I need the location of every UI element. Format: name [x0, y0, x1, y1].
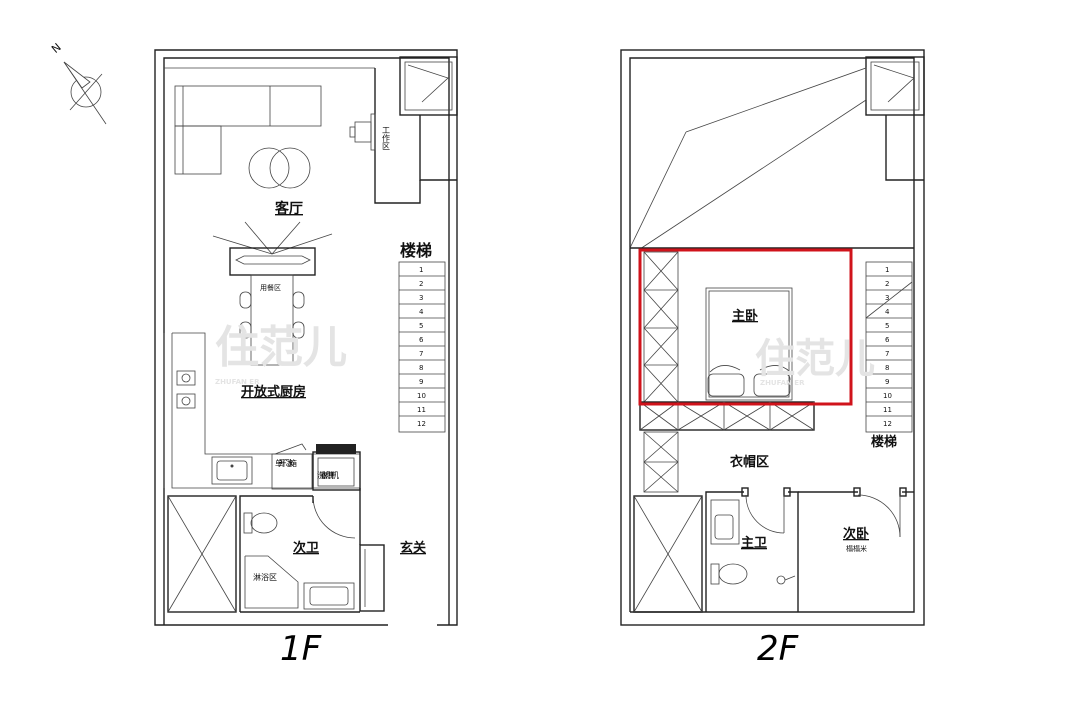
stair-step: 8: [419, 364, 423, 372]
stair-step: 12: [883, 420, 892, 428]
watermark-sub: ZHUFAN ER: [215, 378, 260, 386]
storage-closet-2f: [633, 495, 703, 613]
sofa: [174, 85, 322, 175]
dining-area-label: 用餐区: [260, 283, 281, 292]
cloakroom-label: 衣帽区: [730, 454, 769, 470]
stair-step: 7: [419, 350, 423, 358]
master-bedroom-highlight: [638, 248, 853, 406]
entrance-label: 玄关: [400, 540, 426, 556]
watermark: 住范儿: [755, 336, 875, 382]
stair-step: 5: [885, 322, 889, 330]
shower-area: [244, 555, 299, 609]
stair-step: 3: [885, 294, 889, 302]
washer-label: 洗衣机烘干机: [317, 470, 339, 480]
dining-table: [229, 247, 316, 366]
toilet-1f: [243, 512, 278, 534]
shower-head-icon: [776, 575, 796, 585]
wardrobe-row: [639, 401, 815, 431]
master-bath-door-swing: [745, 494, 785, 534]
compass-north-label: N: [49, 41, 64, 56]
floor-label-2f: 2F: [757, 629, 799, 669]
stair-step: 8: [885, 364, 889, 372]
master-bath-label: 主卫: [741, 535, 767, 551]
stair-step: 4: [885, 308, 890, 316]
work-chair: [349, 113, 376, 151]
wardrobe-left: [643, 251, 679, 403]
stair-step: 9: [885, 378, 889, 386]
kitchen-label: 开放式厨房: [241, 384, 306, 400]
stair-step: 11: [417, 406, 426, 414]
washer: [312, 444, 361, 491]
tatami-label: 榻榻米: [846, 544, 867, 553]
bathroom-label: 次卫: [293, 540, 319, 556]
stair-step: 12: [417, 420, 426, 428]
toilet-2f: [710, 563, 748, 585]
bathroom-door-swing: [312, 495, 356, 539]
master-bath-sink: [710, 499, 740, 545]
stair-step: 7: [885, 350, 889, 358]
stair-step: 10: [883, 392, 892, 400]
stair-step: 9: [419, 378, 423, 386]
living-room-label: 客厅: [274, 200, 303, 217]
shoe-cabinet: [359, 544, 385, 612]
stairs-label: 楼梯: [871, 434, 897, 450]
stair-step: 5: [419, 322, 423, 330]
watermark-sub: ZHUFAN ER: [760, 379, 805, 387]
stair-step: 2: [419, 280, 423, 288]
stairs-label: 楼梯: [400, 241, 432, 260]
stair-step: 10: [417, 392, 426, 400]
work-area-label: 工作区: [382, 126, 391, 150]
vanity-sink: [303, 582, 355, 610]
stair-step: 3: [419, 294, 423, 302]
stair-step: 6: [885, 336, 890, 344]
coffee-table: [269, 147, 311, 189]
stair-step: 1: [419, 266, 423, 274]
wardrobe-cloak: [643, 431, 679, 493]
watermark: 住范儿: [215, 322, 347, 373]
stair-step: 2: [885, 280, 889, 288]
stair-step: 1: [885, 266, 889, 274]
fridge: [271, 443, 313, 490]
stair-step: 4: [419, 308, 424, 316]
stairs-2f: 1 2 3 4 5 6 7 8 9 10 11 12: [865, 261, 913, 433]
master-bed: [705, 287, 793, 401]
compass-icon: N: [49, 41, 107, 125]
stair-step: 11: [883, 406, 892, 414]
second-bedroom-label: 次卧: [843, 526, 869, 542]
second-bedroom-door-swing: [857, 494, 901, 538]
master-bedroom-label: 主卧: [732, 308, 758, 324]
floor1-plan: 1 2 3 4 5 6 7 8 9 10 11 12: [154, 49, 458, 669]
floor2-plan: 1 2 3 4 5 6 7 8 9 10 11 12: [620, 49, 925, 669]
storage-closet-1f: [167, 495, 237, 613]
stair-step: 6: [419, 336, 424, 344]
floor-label-1f: 1F: [280, 629, 322, 669]
coffee-table: [248, 147, 290, 189]
stairs-1f: 1 2 3 4 5 6 7 8 9 10 11 12: [398, 261, 446, 433]
fridge-label: 单开门冰箱: [275, 458, 297, 468]
shower-label: 淋浴区: [253, 572, 277, 582]
